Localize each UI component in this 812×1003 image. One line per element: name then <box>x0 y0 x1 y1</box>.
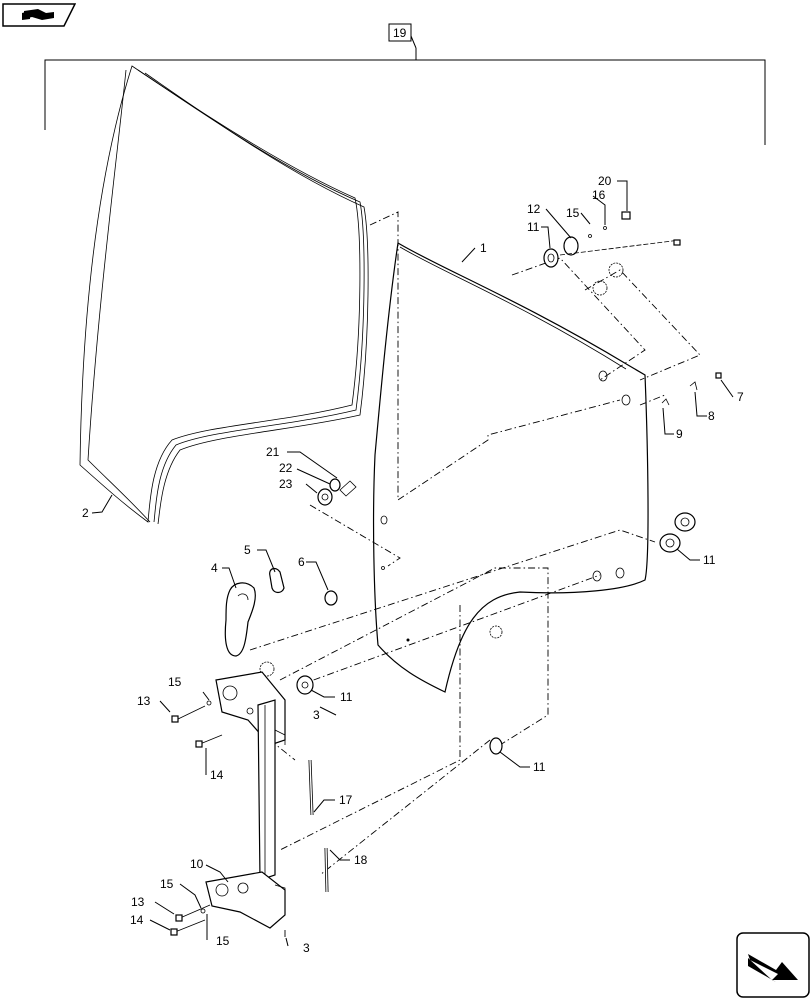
callout-15d: 15 <box>216 934 230 948</box>
door-glass <box>372 242 649 693</box>
door-seal <box>79 65 369 525</box>
callout-4: 4 <box>211 561 218 575</box>
callout-10: 10 <box>190 857 204 871</box>
callout-11d: 11 <box>533 760 546 774</box>
assembly-group-box <box>388 23 412 42</box>
callout-13b: 13 <box>131 895 145 909</box>
assembly-bracket <box>44 48 766 145</box>
parts-catalog-icon[interactable] <box>2 3 77 27</box>
callout-14b: 14 <box>130 913 144 927</box>
hardware <box>170 211 722 936</box>
callout-1: 1 <box>480 241 487 255</box>
hinge-bracket <box>205 671 286 929</box>
callout-22: 22 <box>279 461 293 475</box>
callout-21: 21 <box>266 445 280 459</box>
door-handle <box>224 567 285 657</box>
callout-5: 5 <box>244 543 251 557</box>
callout-6: 6 <box>298 555 305 569</box>
leader-lines <box>91 180 734 947</box>
callout-18: 18 <box>354 853 368 867</box>
callout-11b: 11 <box>703 553 716 567</box>
callout-2: 2 <box>82 506 89 520</box>
callout-14a: 14 <box>210 768 224 782</box>
callout-17: 17 <box>339 793 353 807</box>
callout-labels: 1 2 3 3 4 5 6 7 8 9 10 11 11 11 11 12 13… <box>82 174 744 955</box>
callout-13a: 13 <box>137 694 151 708</box>
next-page-arrow-icon[interactable] <box>736 932 810 998</box>
callout-23: 23 <box>279 477 293 491</box>
callout-15a: 15 <box>566 206 580 220</box>
callout-15b: 15 <box>168 675 182 689</box>
callout-11a: 11 <box>527 220 540 234</box>
callout-20: 20 <box>598 174 612 188</box>
callout-7: 7 <box>737 390 744 404</box>
callout-3b: 3 <box>303 941 310 955</box>
callout-12: 12 <box>527 202 541 216</box>
callout-16: 16 <box>592 188 606 202</box>
callout-11c: 11 <box>340 690 353 704</box>
callout-15c: 15 <box>160 877 174 891</box>
assembly-lines <box>249 211 701 940</box>
callout-8: 8 <box>708 409 715 423</box>
callout-9: 9 <box>676 427 683 441</box>
callout-3a: 3 <box>313 708 320 722</box>
assembly-group-label: 19 <box>393 26 407 40</box>
